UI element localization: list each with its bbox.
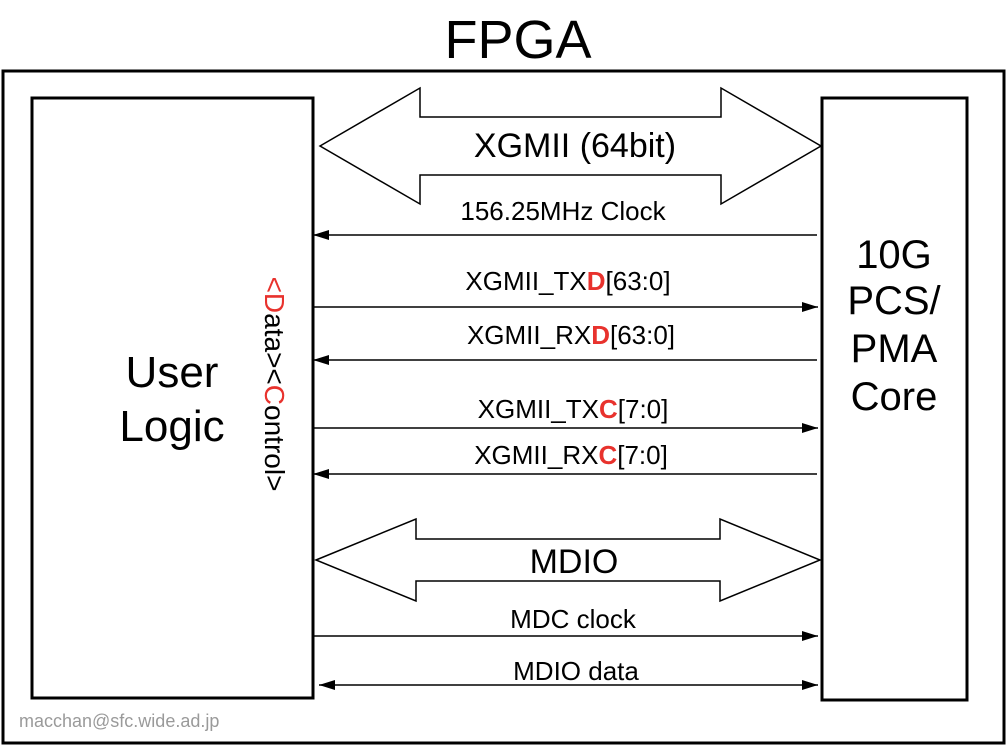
data-control-vertical-label: <Data><Control> [259, 277, 290, 492]
vlabel-control-highlight: C [259, 385, 290, 405]
core-label-line3: PMA [851, 327, 938, 371]
user-logic-block [30, 96, 315, 700]
user-logic-label-line2: Logic [119, 402, 224, 451]
core-label-line1: 10G [856, 233, 932, 277]
mdio-bus-label: MDIO [530, 543, 619, 581]
txd-suffix: [63:0] [606, 266, 671, 296]
rxd-prefix: XGMII_RX [467, 320, 591, 350]
user-logic-label-line1: User [126, 348, 219, 397]
xgmii-bus-label: XGMII (64bit) [474, 127, 676, 165]
core-label-line4: Core [851, 375, 938, 419]
mdc-clock-label: MDC clock [510, 604, 637, 634]
rxc-suffix: [7:0] [617, 440, 668, 470]
txc-suffix: [7:0] [618, 394, 669, 424]
txc-highlight: C [599, 394, 618, 424]
mdio-data-label: MDIO data [513, 656, 639, 686]
rxc-prefix: XGMII_RX [474, 440, 598, 470]
vlabel-part3: ata>< [259, 313, 290, 385]
rxc-signal-label: XGMII_RXC[7:0] [474, 440, 668, 470]
rxc-highlight: C [598, 440, 617, 470]
fpga-title: FPGA [444, 10, 591, 70]
txd-highlight: D [587, 266, 606, 296]
rxd-signal-label: XGMII_RXD[63:0] [467, 320, 675, 350]
txd-signal-label: XGMII_TXD[63:0] [465, 266, 670, 296]
txc-prefix: XGMII_TX [478, 394, 599, 424]
txd-prefix: XGMII_TX [465, 266, 586, 296]
txc-signal-label: XGMII_TXC[7:0] [478, 394, 669, 424]
pcs-pma-core-block [820, 96, 969, 702]
core-label-line2: PCS/ [847, 279, 941, 323]
author-credit: macchan@sfc.wide.ad.jp [19, 711, 219, 731]
vlabel-part5: ontrol> [259, 405, 290, 491]
vlabel-part1: < [259, 277, 290, 293]
rxd-highlight: D [591, 320, 610, 350]
mdio-bus-arrow [314, 517, 822, 603]
fpga-boundary [1, 69, 1006, 745]
xgmii-bus-arrow [318, 86, 823, 206]
rxd-suffix: [63:0] [610, 320, 675, 350]
vlabel-data-highlight: D [259, 293, 290, 313]
clock-signal-label: 156.25MHz Clock [460, 196, 666, 226]
